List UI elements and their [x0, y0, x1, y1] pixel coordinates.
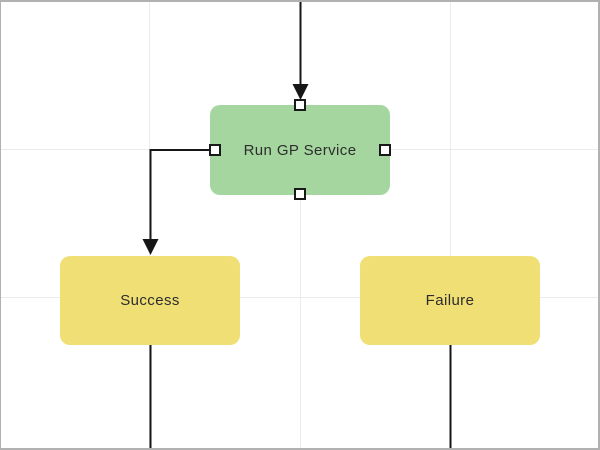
node-run-gp-service[interactable]: Run GP Service — [210, 105, 390, 195]
selection-handle-right[interactable] — [379, 144, 391, 156]
selection-handle-top[interactable] — [294, 99, 306, 111]
node-failure[interactable]: Failure — [360, 256, 540, 345]
selection-handle-left[interactable] — [209, 144, 221, 156]
connector-run-gp-service-to-success[interactable] — [142, 149, 211, 255]
node-run-gp-service-label: Run GP Service — [243, 141, 357, 159]
node-success[interactable]: Success — [60, 256, 240, 345]
node-success-label: Success — [120, 292, 180, 309]
arrowhead-icon — [292, 84, 309, 100]
selection-handle-bottom[interactable] — [294, 188, 306, 200]
node-failure-label: Failure — [425, 292, 475, 309]
connector-into-run-gp-service[interactable] — [292, 2, 309, 100]
arrowhead-icon — [142, 239, 159, 255]
